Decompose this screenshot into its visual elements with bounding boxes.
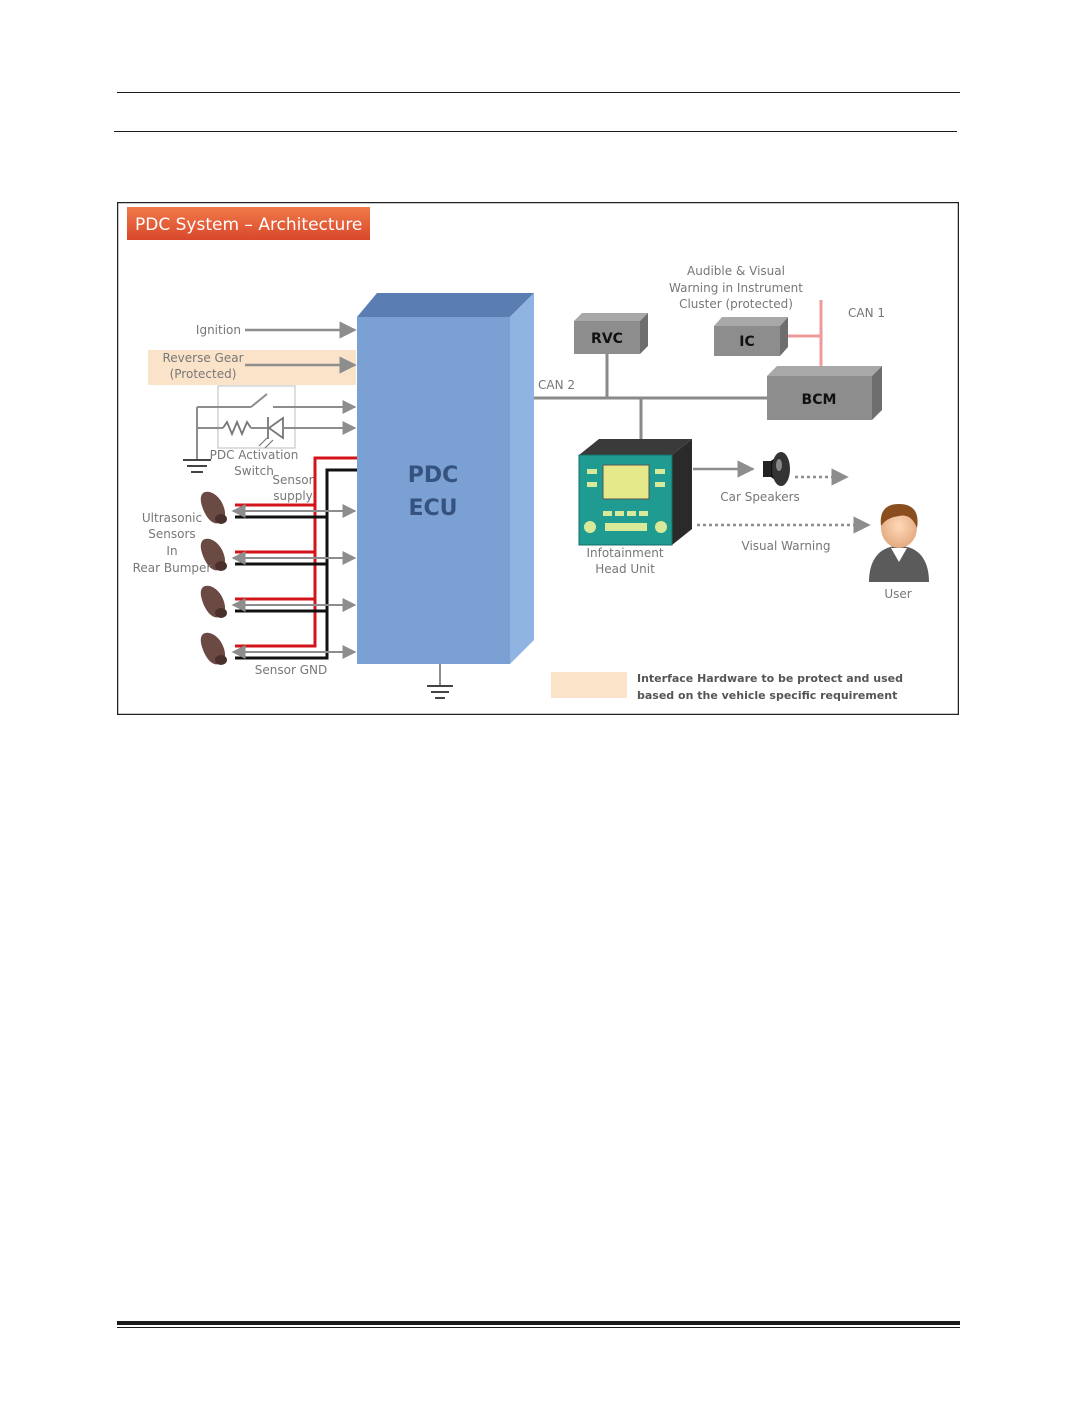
ecu-side-face (510, 293, 534, 664)
sensor-supply-label-line2: supply (273, 489, 313, 503)
rvc-module: RVC (574, 313, 648, 354)
ecu-label-line2: ECU (408, 496, 457, 521)
legend-text-line2: based on the vehicle specific requiremen… (637, 689, 897, 702)
ic-label: IC (739, 334, 754, 350)
pdc-ecu-block: PDC ECU (357, 293, 534, 664)
ignition-input: Ignition (196, 321, 357, 339)
infotainment-label-line2: Head Unit (595, 562, 655, 576)
reverse-gear-protected-bg (148, 350, 356, 385)
reverse-gear-label-line2: (Protected) (170, 367, 237, 381)
ic-note-line3: Cluster (protected) (679, 297, 793, 311)
ultrasonic-sensor-icon (200, 538, 227, 571)
resistor-icon (222, 419, 252, 437)
sensors-label-line3: In (166, 544, 177, 558)
can1-bus: CAN 1 (787, 300, 885, 367)
user-avatar-icon (869, 504, 929, 582)
header-rule-top (117, 92, 960, 93)
visual-warning-label: Visual Warning (742, 539, 831, 553)
ultrasonic-sensor-icon (200, 632, 227, 665)
visual-warning-output: Visual Warning (697, 516, 871, 553)
legend-text-line1: Interface Hardware to be protect and use… (637, 672, 903, 685)
ultrasonic-sensors: Ultrasonic Sensors In Rear Bumper (133, 491, 227, 665)
speaker-output: Car Speakers (693, 452, 849, 504)
infotainment-screen (602, 464, 650, 500)
sensor-gnd-label: Sensor GND (255, 663, 327, 677)
bcm-module: BCM (767, 366, 882, 420)
sensors-label-line4: Rear Bumper (133, 561, 212, 575)
ignition-label: Ignition (196, 323, 241, 337)
car-speakers-label: Car Speakers (720, 490, 800, 504)
sensor-supply-label-line1: Sensor (272, 473, 313, 487)
footer-rule-thick (117, 1321, 960, 1325)
ic-note-line2: Warning in Instrument (669, 281, 803, 295)
ecu-top-face (357, 293, 534, 317)
user-label: User (884, 587, 911, 601)
legend-swatch (551, 672, 627, 698)
infotainment-head-unit: Infotainment Head Unit (578, 439, 692, 576)
reverse-gear-label-line1: Reverse Gear (162, 351, 243, 365)
title-banner: PDC System – Architecture (127, 207, 370, 240)
rvc-label: RVC (591, 331, 623, 347)
switch-icon (197, 393, 357, 414)
ultrasonic-sensor-icon (200, 491, 227, 524)
header-rule-bottom (114, 131, 957, 132)
pdc-activation-switch: PDC Activation Switch (183, 385, 357, 478)
ic-note-line1: Audible & Visual (687, 264, 785, 278)
pdc-switch-label-line2: Switch (234, 464, 274, 478)
footer-rule-thin (117, 1327, 960, 1328)
figure-border (116, 201, 960, 716)
can1-label: CAN 1 (848, 306, 885, 320)
sensors-label-line2: Sensors (148, 527, 195, 541)
ecu-ground (427, 664, 453, 699)
ecu-front-face (357, 317, 510, 664)
bcm-label: BCM (802, 392, 837, 408)
pdc-switch-label-line1: PDC Activation (210, 448, 299, 462)
infotainment-label-line1: Infotainment (586, 546, 663, 560)
reverse-gear-input: Reverse Gear (Protected) (162, 351, 357, 381)
ic-module: IC (714, 317, 788, 356)
can2-label: CAN 2 (538, 378, 575, 392)
ultrasonic-sensor-icon (200, 585, 227, 618)
ecu-label-line1: PDC (408, 463, 459, 488)
sensors-label-line1: Ultrasonic (142, 511, 202, 525)
pdc-architecture-figure: PDC System – Architecture PDC ECU Igniti… (116, 201, 960, 716)
figure-title: PDC System – Architecture (135, 215, 362, 235)
sensor-wiring: Sensor supply Sensor GND (231, 456, 357, 677)
can2-bus: CAN 2 (534, 354, 767, 442)
speaker-icon (763, 452, 790, 486)
legend: Interface Hardware to be protect and use… (551, 672, 903, 702)
